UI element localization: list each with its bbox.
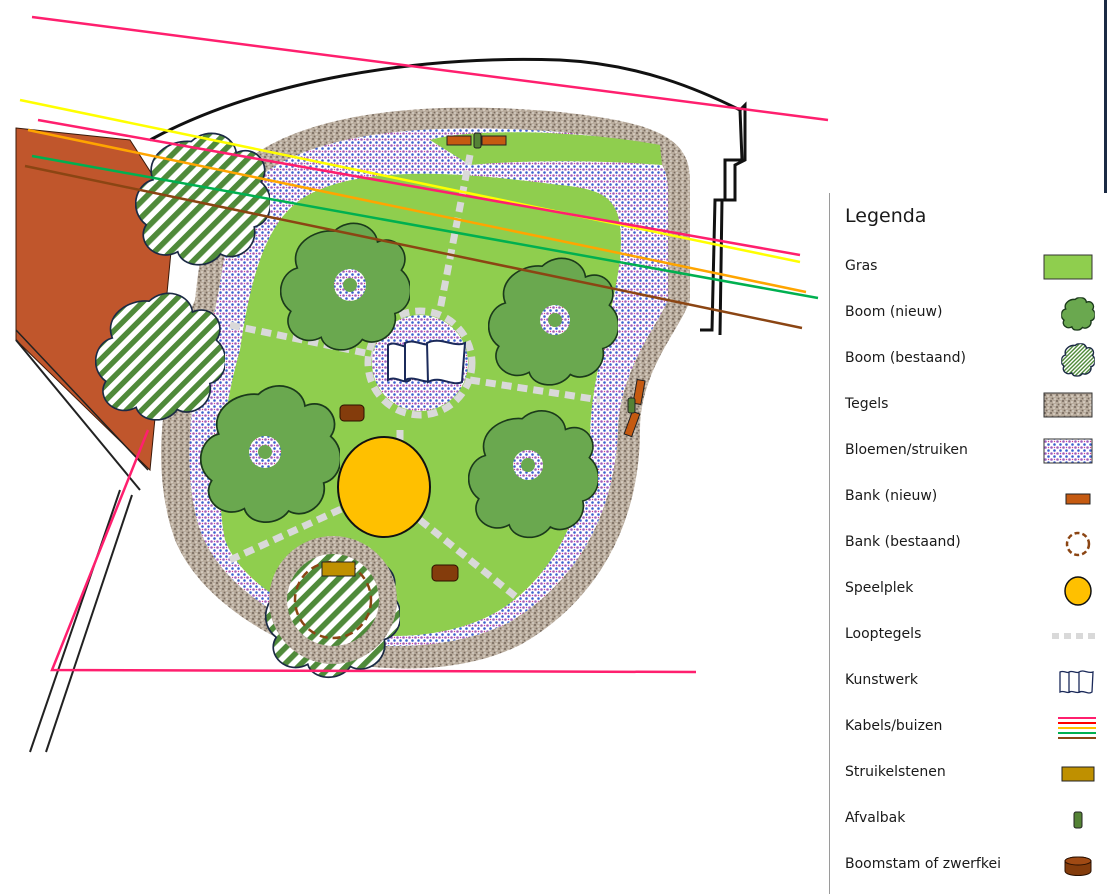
legend-label: Bank (nieuw)	[845, 488, 938, 504]
tree-trunks	[339, 404, 459, 582]
legend-item-tree-trunk: Boomstam of zwerfkei	[830, 846, 1114, 886]
legend-label: Afvalbak	[845, 810, 906, 826]
legend-item-cables: Kabels/buizen	[830, 708, 1114, 748]
artwork-icon	[1059, 670, 1094, 694]
cables-icon	[1058, 717, 1096, 739]
legend-item-new-tree: Boom (nieuw)	[830, 294, 1114, 334]
legend-item-tiles: Tegels	[830, 386, 1114, 426]
stumbling-stones	[321, 561, 356, 577]
tree-tiles-ring	[269, 536, 397, 664]
legend-item-new-bench: Bank (nieuw)	[830, 478, 1114, 518]
grass-swatch-icon	[1043, 254, 1093, 280]
stepping-tile-paths	[228, 154, 601, 603]
stepping-tiles-icon	[1052, 633, 1098, 639]
waste-bin-icon	[1073, 811, 1083, 829]
legend-label: Bloemen/struiken	[845, 442, 968, 458]
legend-label: Boom (nieuw)	[845, 304, 943, 320]
legend-item-stepping-tiles: Looptegels	[830, 616, 1114, 656]
legend-label: Gras	[845, 258, 878, 274]
tree-trunk-icon	[1064, 856, 1092, 876]
legend-label: Speelplek	[845, 580, 914, 596]
legend-label: Looptegels	[845, 626, 922, 642]
legend-label: Struikelstenen	[845, 764, 946, 780]
legend-label: Boomstam of zwerfkei	[845, 856, 1001, 872]
waste-bins	[473, 132, 636, 414]
legend-label: Bank (bestaand)	[845, 534, 961, 550]
playground	[337, 436, 431, 538]
new-bench-icon	[1065, 493, 1091, 505]
legend-item-stumbling-stones: Struikelstenen	[830, 754, 1114, 794]
new-benches	[446, 135, 646, 438]
legend-item-artwork: Kunstwerk	[830, 662, 1114, 702]
existing-tree-icon	[1061, 343, 1095, 377]
legend-item-flowers: Bloemen/struiken	[830, 432, 1114, 472]
flowers-swatch-icon	[1043, 438, 1093, 464]
tiles-swatch-icon	[1043, 392, 1093, 418]
legend-label: Tegels	[845, 396, 889, 412]
new-tree-icon	[1061, 297, 1095, 331]
tree-planting-rings	[249, 269, 570, 480]
legend-item-existing-tree: Boom (bestaand)	[830, 340, 1114, 380]
artwork	[387, 339, 467, 385]
legend-label: Kunstwerk	[845, 672, 918, 688]
stumbling-stones-icon	[1061, 766, 1095, 782]
legend-item-existing-bench: Bank (bestaand)	[830, 524, 1114, 564]
existing-bench-icon	[1065, 531, 1091, 557]
legend-item-waste-bin: Afvalbak	[830, 800, 1114, 840]
legend-title: Legenda	[845, 205, 927, 227]
legend-item-playground: Speelplek	[830, 570, 1114, 610]
legend-label: Boom (bestaand)	[845, 350, 966, 366]
legend-item-grass: Gras	[830, 248, 1114, 288]
cables-pipes	[19, 15, 829, 674]
legend-label: Kabels/buizen	[845, 718, 943, 734]
playground-icon	[1064, 576, 1092, 606]
legend: Legenda Gras Boom (nieuw) Boom (bestaand…	[829, 193, 1114, 894]
existing-bench-ring	[293, 560, 373, 640]
